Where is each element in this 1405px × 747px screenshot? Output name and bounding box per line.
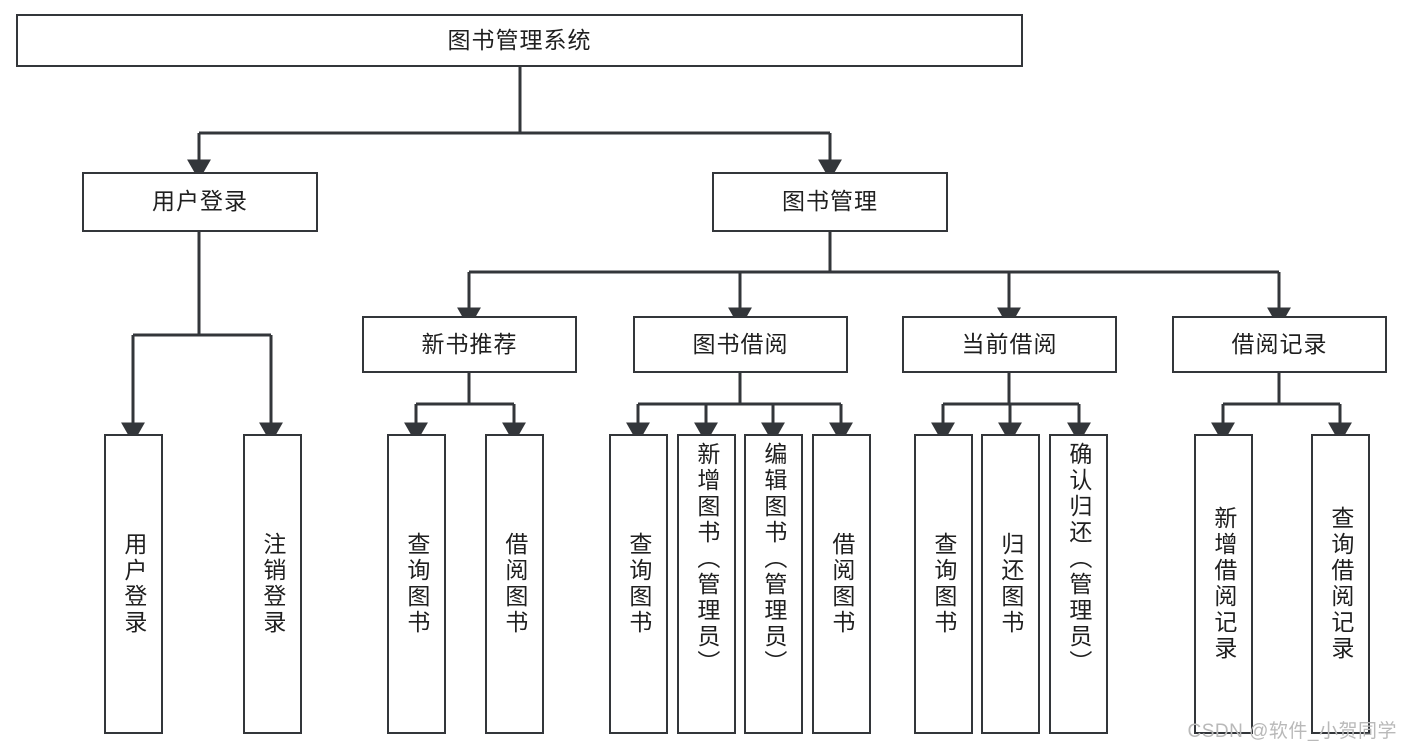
leaf-br-add-record-label: 新增借阅记录 xyxy=(1210,506,1237,662)
node-user-login[interactable]: 用户登录 xyxy=(82,172,318,232)
node-new-book-recommend[interactable]: 新书推荐 xyxy=(362,316,577,373)
leaf-bb-edit-book-label: 编辑图书（管理员） xyxy=(760,442,787,676)
leaf-bb-borrow-book[interactable]: 借阅图书 xyxy=(812,434,871,734)
node-current-borrow-label: 当前借阅 xyxy=(961,330,1058,357)
leaf-cb-query-book-label: 查询图书 xyxy=(930,532,957,636)
leaf-bb-add-book[interactable]: 新增图书（管理员） xyxy=(677,434,736,734)
leaf-cb-return-book-label: 归还图书 xyxy=(997,532,1024,636)
csdn-watermark: CSDN @软件_小贺同学 xyxy=(1187,721,1397,742)
node-borrow-record[interactable]: 借阅记录 xyxy=(1172,316,1387,373)
node-book-manage-label: 图书管理 xyxy=(782,188,878,215)
leaf-nb-query-book[interactable]: 查询图书 xyxy=(387,434,446,734)
leaf-br-add-record[interactable]: 新增借阅记录 xyxy=(1194,434,1253,734)
node-root-system[interactable]: 图书管理系统 xyxy=(16,14,1023,67)
leaf-user-login[interactable]: 用户登录 xyxy=(104,434,163,734)
node-book-borrow[interactable]: 图书借阅 xyxy=(633,316,848,373)
leaf-nb-borrow-book[interactable]: 借阅图书 xyxy=(485,434,544,734)
leaf-logout-label: 注销登录 xyxy=(259,532,286,636)
node-book-manage[interactable]: 图书管理 xyxy=(712,172,948,232)
leaf-cb-confirm-return[interactable]: 确认归还（管理员） xyxy=(1049,434,1108,734)
leaf-bb-edit-book[interactable]: 编辑图书（管理员） xyxy=(744,434,803,734)
leaf-bb-query-book[interactable]: 查询图书 xyxy=(609,434,668,734)
node-borrow-record-label: 借阅记录 xyxy=(1231,330,1328,357)
leaf-user-login-label: 用户登录 xyxy=(120,532,147,636)
node-current-borrow[interactable]: 当前借阅 xyxy=(902,316,1117,373)
leaf-logout[interactable]: 注销登录 xyxy=(243,434,302,734)
leaf-bb-query-book-label: 查询图书 xyxy=(625,532,652,636)
leaf-nb-query-book-label: 查询图书 xyxy=(403,532,430,636)
leaf-cb-return-book[interactable]: 归还图书 xyxy=(981,434,1040,734)
leaf-cb-query-book[interactable]: 查询图书 xyxy=(914,434,973,734)
leaf-br-query-record[interactable]: 查询借阅记录 xyxy=(1311,434,1370,734)
leaf-bb-borrow-book-label: 借阅图书 xyxy=(828,532,855,636)
node-new-book-recommend-label: 新书推荐 xyxy=(421,330,518,357)
leaf-br-query-record-label: 查询借阅记录 xyxy=(1327,506,1354,662)
leaf-nb-borrow-book-label: 借阅图书 xyxy=(501,532,528,636)
leaf-bb-add-book-label: 新增图书（管理员） xyxy=(693,442,720,676)
node-root-system-label: 图书管理系统 xyxy=(447,26,592,53)
node-book-borrow-label: 图书借阅 xyxy=(692,330,789,357)
leaf-cb-confirm-return-label: 确认归还（管理员） xyxy=(1065,442,1092,676)
node-user-login-label: 用户登录 xyxy=(152,188,248,215)
